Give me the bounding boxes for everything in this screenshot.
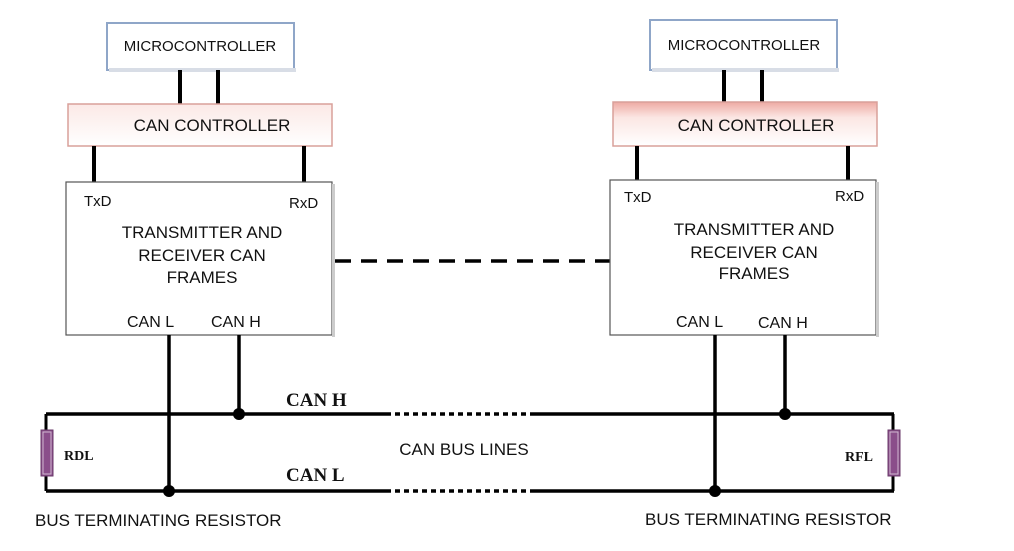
bus-can-l-label: CAN L (286, 465, 345, 486)
right-transceiver-line-1: TRANSMITTER AND (674, 220, 835, 239)
left-resistor-label: RDL (64, 449, 94, 464)
right-can-l-label: CAN L (676, 314, 723, 331)
bus-can-h-label: CAN H (286, 390, 347, 411)
left-can-controller-label: CAN CONTROLLER (134, 116, 291, 135)
left-transceiver-line-1: TRANSMITTER AND (122, 223, 283, 242)
right-terminating-resistor-label: BUS TERMINATING RESISTOR (645, 510, 892, 529)
left-terminating-resistor-label: BUS TERMINATING RESISTOR (35, 511, 282, 530)
left-microcontroller-box: MICROCONTROLLER (106, 22, 296, 72)
left-transceiver-box: TxD RxD TRANSMITTER AND RECEIVER CAN FRA… (65, 181, 335, 337)
left-can-h-label: CAN H (211, 314, 261, 331)
left-txd-label: TxD (84, 193, 112, 210)
right-transceiver-line-2: RECEIVER CAN (690, 243, 818, 262)
left-resistor-rdl (40, 429, 54, 477)
right-node: MICROCONTROLLER CAN CONTROLLER TxD RxD T… (609, 19, 879, 497)
left-node: MICROCONTROLLER CAN CONTROLLER TxD RxD T… (65, 22, 335, 497)
left-can-controller-box: CAN CONTROLLER (67, 103, 333, 147)
right-can-controller-label: CAN CONTROLLER (678, 116, 835, 135)
left-transceiver-line-3: FRAMES (167, 268, 238, 287)
right-can-h-label: CAN H (758, 315, 808, 332)
left-rxd-label: RxD (289, 195, 318, 212)
right-txd-label: TxD (624, 189, 652, 206)
right-can-controller-box: CAN CONTROLLER (612, 101, 878, 147)
right-rxd-label: RxD (835, 188, 864, 205)
left-transceiver-line-2: RECEIVER CAN (138, 246, 266, 265)
right-transceiver-box: TxD RxD TRANSMITTER AND RECEIVER CAN FRA… (609, 179, 879, 337)
left-microcontroller-label: MICROCONTROLLER (124, 38, 277, 55)
right-microcontroller-box: MICROCONTROLLER (649, 19, 839, 72)
right-microcontroller-label: MICROCONTROLLER (668, 37, 821, 54)
right-transceiver-line-3: FRAMES (719, 264, 790, 283)
bus-lines-label: CAN BUS LINES (399, 440, 528, 459)
right-resistor-label: RFL (845, 450, 873, 465)
left-can-l-label: CAN L (127, 314, 174, 331)
can-bus: CAN H CAN L CAN BUS LINES RDL RFL BUS TE… (35, 390, 901, 530)
right-resistor-rfl (887, 429, 901, 477)
